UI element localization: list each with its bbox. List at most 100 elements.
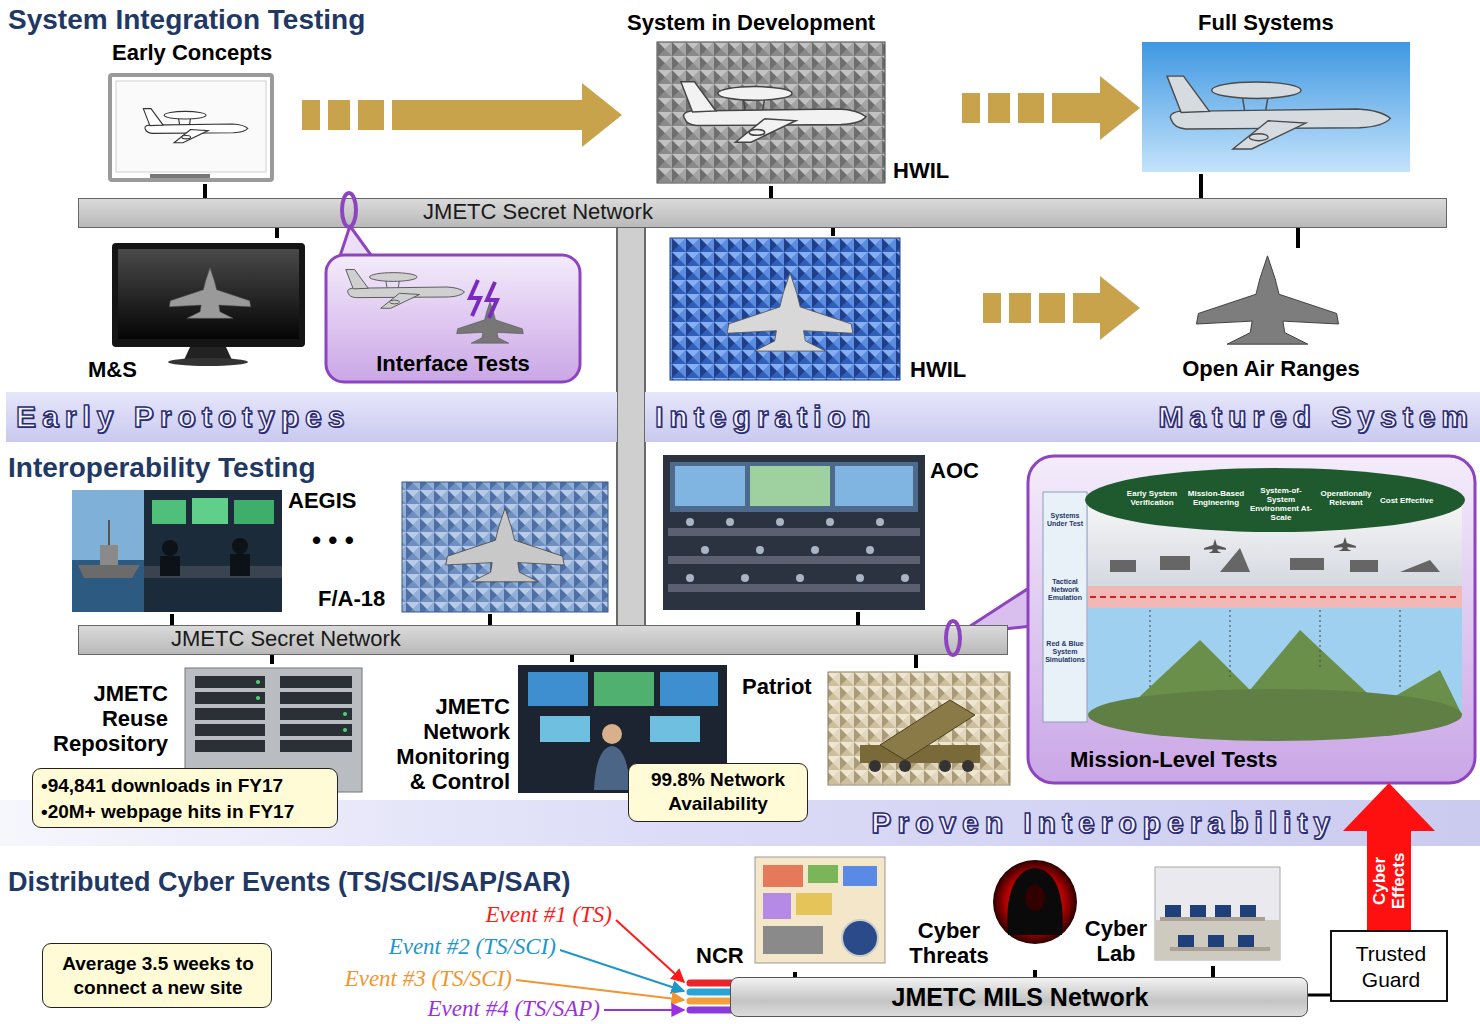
anechoic-chamber [670, 238, 900, 380]
callout-bubble [457, 302, 524, 343]
server-rack-photo [280, 724, 352, 736]
node-text: Matured System [1158, 400, 1474, 434]
server-rack-photo [195, 676, 265, 688]
aircraft-photo [1167, 76, 1390, 149]
operations-room-photo [701, 546, 709, 554]
lab-photo [1170, 947, 1270, 951]
effects-arrow [1343, 783, 1435, 930]
operations-room-photo [670, 462, 918, 512]
mission-cylinder [1400, 610, 1401, 690]
anechoic-chamber [657, 42, 885, 183]
connector-line [831, 228, 835, 236]
mission-cylinder [1160, 556, 1190, 570]
lab-photo [1155, 920, 1280, 960]
network-link [771, 186, 772, 198]
anechoic-chamber [828, 672, 1010, 785]
map-collage [763, 926, 823, 954]
connector-line [983, 293, 1100, 323]
network-link [572, 655, 573, 662]
server-rack-photo [195, 708, 265, 720]
text-slot: Open Air Ranges [1140, 356, 1402, 381]
lab-photo [1178, 935, 1194, 947]
network-link [1298, 228, 1299, 248]
node-text: AOC [930, 458, 979, 483]
node-text: Patriot [742, 674, 812, 699]
mission-cylinder [1088, 586, 1462, 608]
node-text: M&S [88, 357, 137, 382]
column-heading: Early System Verification [1122, 489, 1182, 507]
label-slot: Tactical Network Emulation [1043, 578, 1087, 604]
row-heading: Tactical Network Emulation [1043, 578, 1087, 602]
text-slot: 99.8% Network Availability [633, 768, 803, 816]
column-heading: Mission-Based Engineering [1186, 489, 1246, 507]
text-slot: Full Systems [1198, 10, 1408, 35]
mission-cylinder [1320, 610, 1321, 670]
label-slot: Systems Under Test [1043, 512, 1087, 530]
network-link [172, 614, 173, 625]
anechoic-chamber [402, 482, 608, 612]
ship-console-photo [232, 538, 248, 554]
node-text: Average 3.5 weeks to connect a new site [47, 952, 269, 1000]
label-slot: Event #3 (TS/SCI) [345, 966, 512, 992]
operations-room-photo [826, 518, 834, 526]
ship-console-photo [234, 500, 274, 524]
connector-line [962, 93, 1100, 123]
ship-console-photo [72, 560, 144, 612]
node-text: AEGIS [288, 488, 356, 513]
lab-photo [1160, 917, 1265, 921]
connector-line [570, 655, 574, 662]
text-slot: AEGIS [288, 488, 366, 513]
label-slot: Distributed Cyber Events (TS/SCI/SAP/SAR… [8, 866, 768, 898]
control-room-photo [650, 716, 700, 742]
connector-line [856, 612, 860, 625]
mission-cylinder [1088, 689, 1462, 741]
flow-arrow [302, 83, 622, 147]
ship-console-photo [72, 490, 282, 612]
lab-photo [1155, 867, 1280, 960]
arrow-head [1100, 76, 1140, 140]
map-collage [796, 893, 832, 915]
ship-console-photo [78, 565, 140, 578]
anechoic-chamber [899, 760, 911, 772]
callout-box: Interface Tests [326, 255, 580, 382]
image-panel: System in DevelopmentHWIL [622, 8, 962, 186]
phase-band: Early Prototypes [6, 392, 617, 442]
server-rack-photo [280, 692, 352, 704]
connector-line [1033, 970, 1037, 977]
text-slot: JMETC Secret Network [298, 199, 778, 224]
event-label: Event #3 (TS/SCI) [345, 966, 512, 992]
label-slot: • • • [312, 526, 392, 554]
section-heading: System Integration Testing [8, 4, 365, 36]
node-text: HWIL [910, 357, 966, 382]
lab-photo [1215, 905, 1231, 917]
hacker-icon [1007, 868, 1062, 935]
edge-label-slot: Cyber Effects [1370, 849, 1408, 913]
network-link [277, 228, 278, 238]
image-panel: Full Systems [1140, 8, 1412, 174]
event-arrow [560, 950, 684, 991]
text-slot: •94,841 downloads in FY17 [41, 774, 331, 798]
text-slot: Matured System [1075, 400, 1474, 434]
operations-room-photo [675, 466, 745, 506]
connector-line [170, 614, 174, 625]
node-text: F/A-18 [318, 586, 385, 611]
network-link [1308, 995, 1330, 996]
ship-console-photo [144, 490, 282, 612]
server-rack-photo [280, 740, 352, 752]
text-slot: Patriot [742, 674, 826, 699]
node-text: Proven Interoperability [871, 806, 1336, 840]
network-link [858, 612, 859, 625]
node-text: JMETC Secret Network [171, 626, 401, 651]
mission-cylinder [1334, 537, 1356, 551]
node-text: NCR [696, 943, 744, 968]
label-slot: Interoperability Testing [8, 452, 568, 484]
monitor-icon [169, 268, 250, 319]
network-bar: JMETC MILS Network [730, 977, 1308, 1017]
note-box: Average 3.5 weeks to connect a new site [42, 943, 272, 1008]
operations-room-photo [668, 528, 920, 536]
text-slot: Average 3.5 weeks to connect a new site [47, 952, 269, 1000]
lab-photo [1238, 935, 1254, 947]
monitor-icon [112, 243, 305, 366]
lab-photo [1165, 905, 1256, 947]
whiteboard-sketch [110, 75, 272, 180]
